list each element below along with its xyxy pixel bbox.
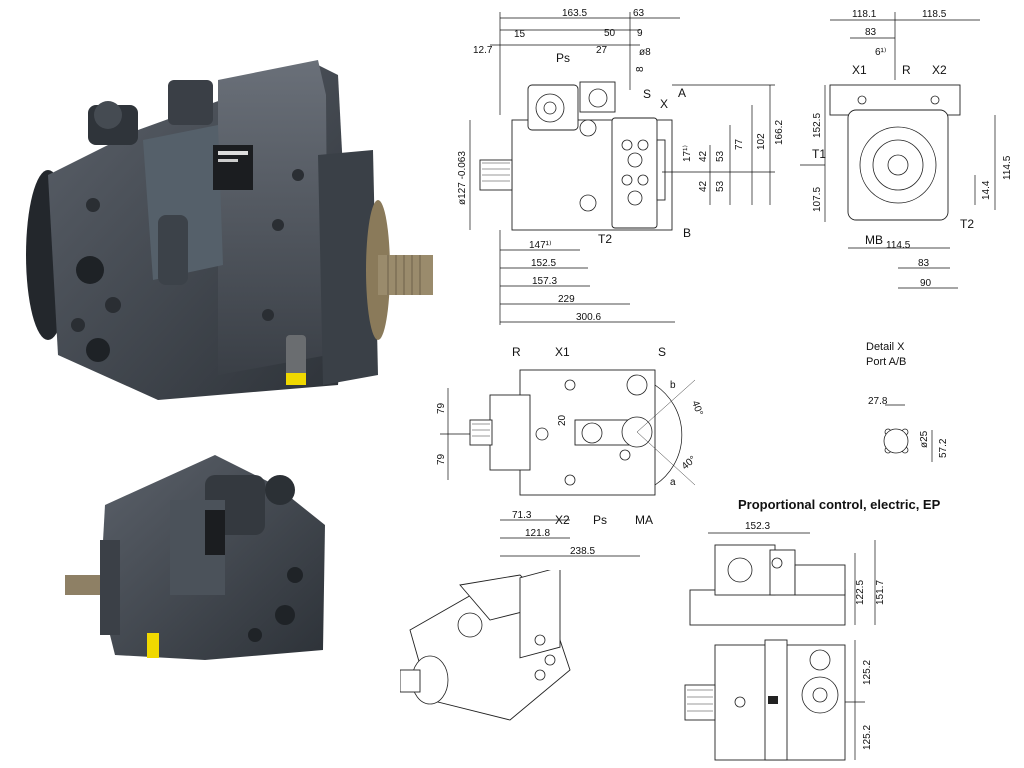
top-view-drawing: 163.5 63 15 12.7 50 9 27 ø8 8 Ps S X A T… bbox=[457, 8, 785, 325]
dim-163-5: 163.5 bbox=[562, 8, 587, 19]
dim-17: 17¹⁾ bbox=[682, 145, 693, 162]
dim-166-2: 166.2 bbox=[774, 120, 785, 145]
dim-114-5-bottom: 114.5 bbox=[886, 240, 911, 251]
dim-53-lower: 53 bbox=[715, 180, 726, 192]
port-b-label: B bbox=[683, 226, 691, 240]
port-t2-label: T2 bbox=[598, 232, 612, 246]
ep-bottom-drawing: 125.2 125.2 bbox=[684, 639, 873, 761]
port-x1-label: X1 bbox=[852, 63, 867, 77]
dim-9: 9 bbox=[637, 28, 643, 39]
dim-14-4: 14.4 bbox=[981, 180, 992, 200]
side-view-drawing: 118.1 118.5 83 6¹⁾ X1 R X2 T1 MB T2 152.… bbox=[800, 9, 1013, 289]
port-a-label: A bbox=[678, 86, 686, 100]
port-t1-label: T1 bbox=[812, 147, 826, 161]
ep-top-drawing: 152.3 122.5 151.7 bbox=[689, 521, 886, 626]
dim-147: 147¹⁾ bbox=[529, 240, 551, 251]
ep-control-title: Proportional control, electric, EP bbox=[738, 497, 941, 512]
dim-125-2-lower: 125.2 bbox=[862, 725, 873, 750]
dim-77: 77 bbox=[734, 138, 745, 150]
detail-x-drawing: 27.8 ø25 57.2 bbox=[868, 396, 949, 462]
detail-x-title: Detail X bbox=[866, 341, 905, 353]
dim-107-5: 107.5 bbox=[812, 187, 823, 212]
dim-57-2: 57.2 bbox=[938, 438, 949, 458]
port-ps-plan-label: Ps bbox=[593, 513, 607, 527]
dim-229: 229 bbox=[558, 294, 575, 305]
dim-71-3: 71.3 bbox=[512, 510, 532, 521]
pump-photo-main bbox=[26, 60, 433, 400]
dim-152-5-side: 152.5 bbox=[812, 113, 823, 138]
dim-300-6: 300.6 bbox=[576, 312, 601, 323]
port-b-small-label: b bbox=[670, 380, 676, 391]
angle-40-lower: 40° bbox=[680, 454, 699, 472]
isometric-drawing bbox=[400, 570, 571, 721]
dim-42-lower: 42 bbox=[698, 180, 709, 192]
dim-83-bottom: 83 bbox=[918, 258, 930, 269]
angle-40-upper: 40° bbox=[689, 399, 705, 417]
dim-90: 90 bbox=[920, 278, 932, 289]
port-x1-plan-label: X1 bbox=[555, 345, 570, 359]
port-x2-label: X2 bbox=[932, 63, 947, 77]
dim-152-3: 152.3 bbox=[745, 521, 770, 532]
port-r-plan-label: R bbox=[512, 345, 521, 359]
dim-125-2-upper: 125.2 bbox=[862, 660, 873, 685]
plan-view-drawing: R X1 S X2 Ps MA a b 40° 40° 79 79 20 71.… bbox=[436, 345, 705, 557]
dim-20: 20 bbox=[557, 414, 568, 426]
port-a-small-label: a bbox=[670, 477, 676, 488]
port-s-plan-label: S bbox=[658, 345, 666, 359]
dim-63: 63 bbox=[633, 8, 645, 19]
dim-27-8: 27.8 bbox=[868, 396, 888, 407]
pump-photo-secondary bbox=[65, 455, 325, 660]
port-ma-label: MA bbox=[635, 513, 653, 527]
dim-d127: ø127 -0.063 bbox=[457, 151, 468, 205]
dim-12-7: 12.7 bbox=[473, 45, 493, 56]
dim-79-upper: 79 bbox=[436, 402, 447, 414]
detail-x-port: Port A/B bbox=[866, 356, 907, 368]
dim-50: 50 bbox=[604, 28, 616, 39]
dim-53-upper: 53 bbox=[715, 150, 726, 162]
dim-151-7: 151.7 bbox=[875, 580, 886, 605]
detail-x-caption: Detail X Port A/B bbox=[866, 340, 906, 370]
port-r-label: R bbox=[902, 63, 911, 77]
dim-d8: ø8 bbox=[639, 47, 651, 58]
dim-6: 6¹⁾ bbox=[875, 47, 886, 58]
dim-83-top: 83 bbox=[865, 27, 877, 38]
port-mb-label: MB bbox=[865, 233, 883, 247]
dim-118-5: 118.5 bbox=[922, 9, 947, 20]
dim-102: 102 bbox=[756, 133, 767, 150]
port-ps-label: Ps bbox=[556, 51, 570, 65]
dim-118-1: 118.1 bbox=[852, 9, 877, 20]
dim-15: 15 bbox=[514, 29, 526, 40]
dim-d25: ø25 bbox=[919, 430, 930, 448]
dim-121-8: 121.8 bbox=[525, 528, 550, 539]
port-x-label: X bbox=[660, 97, 668, 111]
dim-42-upper: 42 bbox=[698, 150, 709, 162]
dim-238-5: 238.5 bbox=[570, 546, 595, 557]
dim-27: 27 bbox=[596, 45, 608, 56]
dim-79-lower: 79 bbox=[436, 453, 447, 465]
dim-8: 8 bbox=[635, 66, 646, 72]
dim-157-3: 157.3 bbox=[532, 276, 557, 287]
port-s-label: S bbox=[643, 87, 651, 101]
port-t2-side-label: T2 bbox=[960, 217, 974, 231]
dim-114-5-right: 114.5 bbox=[1002, 155, 1013, 180]
dim-122-5: 122.5 bbox=[855, 580, 866, 605]
dim-152-5: 152.5 bbox=[531, 258, 556, 269]
